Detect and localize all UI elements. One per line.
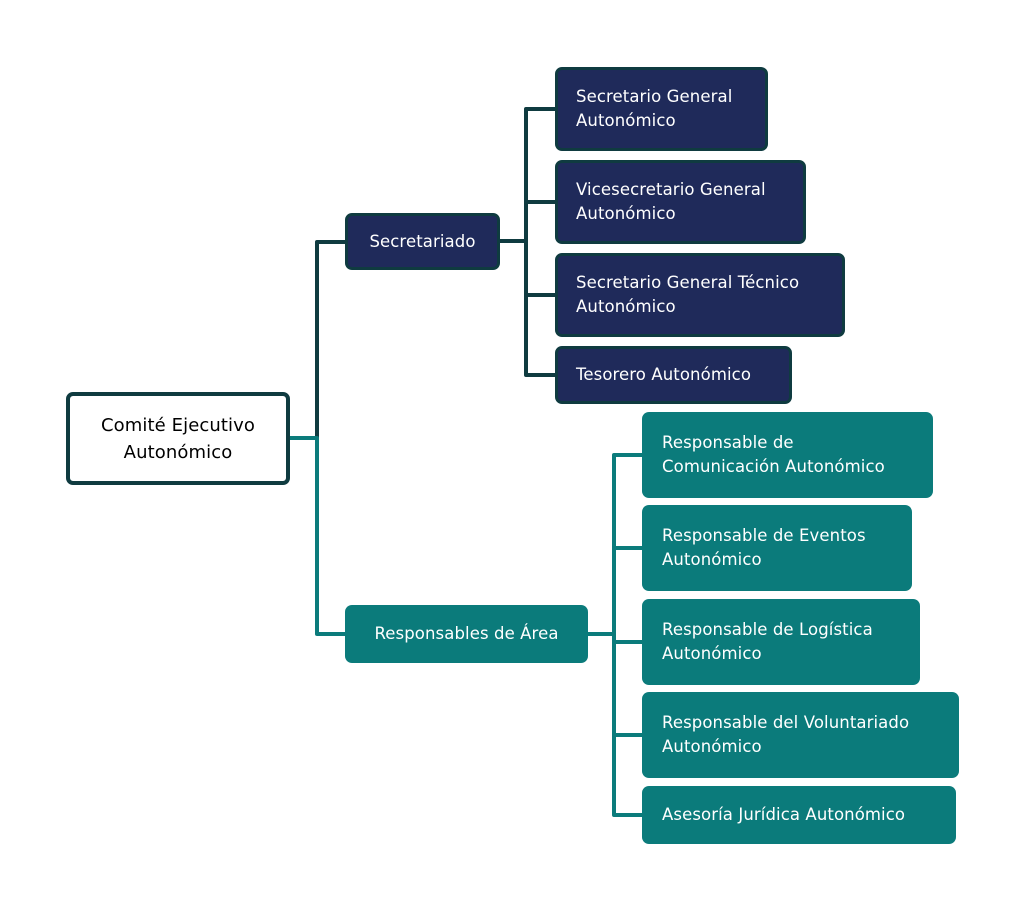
connector-areas-trunk xyxy=(588,453,642,817)
leaf-node-responsable-eventos: Responsable de Eventos Autonómico xyxy=(642,505,912,591)
leaf-node-label: Asesoría Jurídica Autonómico xyxy=(662,805,906,824)
leaf-node-label: Secretario General Autonómico xyxy=(576,87,733,130)
leaf-node-label: Responsable del Voluntariado Autonómico xyxy=(662,713,910,756)
leaf-node-label: Vicesecretario General Autonómico xyxy=(576,180,766,223)
leaf-node-label: Responsable de Logística Autonómico xyxy=(662,620,873,663)
branch-node-secretariado: Secretariado xyxy=(345,213,500,270)
leaf-node-label: Secretario General Técnico Autonómico xyxy=(576,273,800,316)
leaf-node-responsable-comunicacion: Responsable de Comunicación Autonómico xyxy=(642,412,933,498)
leaf-node-responsable-logistica: Responsable de Logística Autonómico xyxy=(642,599,920,685)
leaf-node-label: Responsable de Eventos Autonómico xyxy=(662,526,866,569)
root-node-label: Comité Ejecutivo Autonómico xyxy=(100,414,256,463)
branch-node-responsables-de-area: Responsables de Área xyxy=(345,605,588,663)
connector-secretariado-trunk xyxy=(500,107,556,377)
leaf-node-label: Tesorero Autonómico xyxy=(576,365,752,384)
root-node-comite-ejecutivo: Comité Ejecutivo Autonómico xyxy=(66,392,290,485)
leaf-node-tesorero: Tesorero Autonómico xyxy=(555,346,792,404)
connector-root-to-areas xyxy=(290,436,345,636)
leaf-node-secretario-general: Secretario General Autonómico xyxy=(555,67,768,151)
leaf-node-vicesecretario-general: Vicesecretario General Autonómico xyxy=(555,160,806,244)
branch-node-label: Secretariado xyxy=(369,231,476,251)
branch-node-label: Responsables de Área xyxy=(374,624,559,643)
leaf-node-responsable-voluntariado: Responsable del Voluntariado Autonómico xyxy=(642,692,959,778)
leaf-node-asesoria-juridica: Asesoría Jurídica Autonómico xyxy=(642,786,956,844)
leaf-node-label: Responsable de Comunicación Autonómico xyxy=(662,433,885,476)
connector-root-to-secretariado xyxy=(290,240,345,440)
leaf-node-secretario-general-tecnico: Secretario General Técnico Autonómico xyxy=(555,253,845,337)
